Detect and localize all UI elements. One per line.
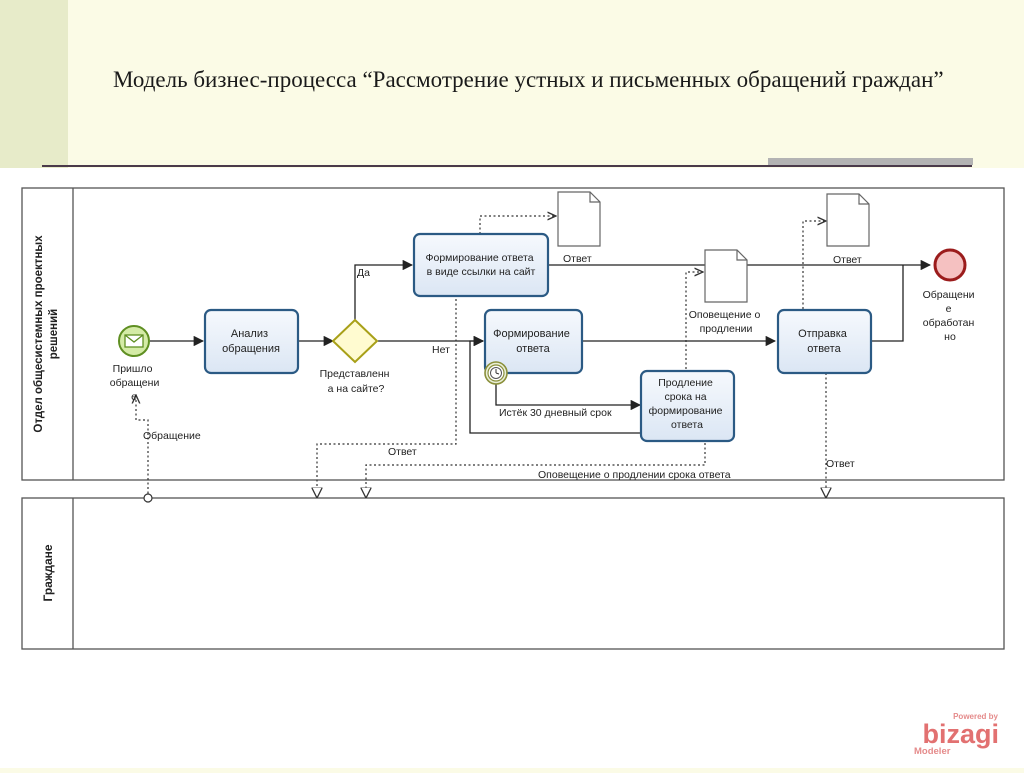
task-link-answer[interactable]: Формирование ответа в виде ссылки на сай… (412, 232, 550, 298)
message-notice-lane-label: Оповещение о продлении срока ответа (538, 469, 731, 481)
logo-powered-text: Powered by (953, 712, 998, 721)
start-event-label-2: обращени (110, 377, 160, 389)
task-form-answer-label-1: Формирование (493, 328, 570, 340)
flow-extend-form (469, 335, 640, 434)
svg-text:Обращени е обработан: Обращени е обработан но (923, 289, 978, 343)
task-form-answer[interactable]: Формирование ответа (483, 308, 584, 375)
message-answer-send-label: Ответ (826, 458, 855, 470)
svg-text:Оповещение о продлении: Оповещение о продлении (689, 309, 764, 335)
data-object-answer-2[interactable] (826, 193, 870, 247)
data-object-notice-label-1: Оповещение о (689, 309, 761, 321)
title-divider-accent (768, 158, 973, 165)
task-extend-deadline[interactable]: Продление срока на формирование ответа (639, 369, 736, 443)
slide-header: Модель бизнес-процесса “Рассмотрение уст… (0, 0, 1024, 168)
title-divider (42, 165, 972, 167)
bizagi-logo: Powered by bizagi Modeler (914, 712, 999, 757)
message-notice-lane (366, 443, 706, 497)
task-link-answer-label-1: Формирование ответа (426, 252, 534, 264)
gateway-no-label: Нет (432, 344, 450, 356)
svg-text:Анализ обращения: Анализ обращения (222, 328, 280, 355)
task-send-answer[interactable]: Отправка ответа (776, 308, 873, 375)
lane-label-department: Отдел общесистемных проектных (33, 235, 45, 433)
slide-title: Модель бизнес-процесса “Рассмотрение уст… (113, 67, 944, 92)
message-appeal-label: Обращение (143, 430, 201, 442)
svg-text:Продление срока на: Продление срока на формирование ответа (649, 377, 726, 431)
svg-text:Формирование ответа: Формирование ответа (493, 328, 573, 355)
task-link-answer-label-2: в виде ссылки на сайт (427, 266, 536, 278)
message-answer-lane-label: Ответ (388, 446, 417, 458)
task-send-label-1: Отправка (798, 328, 848, 340)
assoc-link-doc (479, 216, 556, 234)
data-object-answer-2-label: Ответ (833, 254, 862, 266)
task-analysis-label-2: обращения (222, 343, 280, 355)
flow-timer-extend (495, 384, 642, 411)
left-accent-band (0, 0, 68, 168)
svg-text:Отправка ответа: Отправка ответа (798, 328, 850, 355)
lane-label-department-2: решений (48, 309, 60, 360)
task-extend-label-2: срока на (664, 391, 706, 403)
svg-text:Представленн а на сайте?: Представленн а на сайте? (320, 368, 393, 395)
flow-send-end (872, 265, 904, 342)
end-event-label-1: Обращени (923, 289, 975, 301)
task-analysis-label-1: Анализ (231, 328, 268, 340)
start-event-label-3: е (131, 391, 137, 403)
data-object-notice-label-2: продлении (700, 323, 753, 335)
logo-product-text: Modeler (914, 746, 951, 757)
bpmn-diagram: Отдел общесистемных проектных решений Гр… (0, 168, 1024, 768)
end-event-label-3: обработан (923, 317, 975, 329)
task-extend-label-1: Продление (658, 377, 713, 389)
timer-label: Истёк 30 дневный срок (499, 407, 612, 419)
data-object-answer-1-label: Ответ (563, 253, 592, 265)
end-event-label-2: е (946, 303, 952, 315)
data-object-answer-1[interactable] (557, 191, 601, 247)
gateway-label-1: Представленн (320, 368, 390, 380)
task-analysis[interactable]: Анализ обращения (203, 308, 300, 375)
data-object-notice[interactable] (704, 249, 748, 303)
svg-text:Пришло обращени е: Пришло обращени е (110, 363, 162, 403)
message-source-marker (143, 493, 153, 503)
flow-gateway-yes (354, 259, 414, 320)
task-send-label-2: ответа (807, 343, 841, 355)
clock-icon (490, 367, 502, 379)
lane-citizens: Граждане (21, 497, 1005, 650)
logo-wordmark: bizagi (922, 719, 999, 749)
assoc-extend-doc (685, 272, 703, 369)
envelope-icon (124, 334, 144, 348)
end-event-label-4: но (944, 331, 956, 343)
task-extend-label-4: ответа (671, 419, 703, 431)
start-event-label-1: Пришло (113, 363, 153, 375)
task-extend-label-3: формирование (649, 405, 723, 417)
message-answer-lane (317, 299, 457, 497)
lane-label-citizens: Граждане (41, 544, 55, 601)
start-event[interactable] (118, 325, 150, 357)
gateway-label-2: а на сайте? (328, 383, 385, 395)
timer-boundary-event[interactable] (484, 361, 508, 385)
gateway-on-site[interactable] (331, 318, 379, 364)
gateway-yes-label: Да (357, 267, 370, 279)
svg-text:Формирование ответа в ви: Формирование ответа в виде ссылки на сай… (426, 252, 537, 278)
task-form-answer-label-2: ответа (516, 343, 550, 355)
end-event[interactable] (933, 248, 967, 282)
